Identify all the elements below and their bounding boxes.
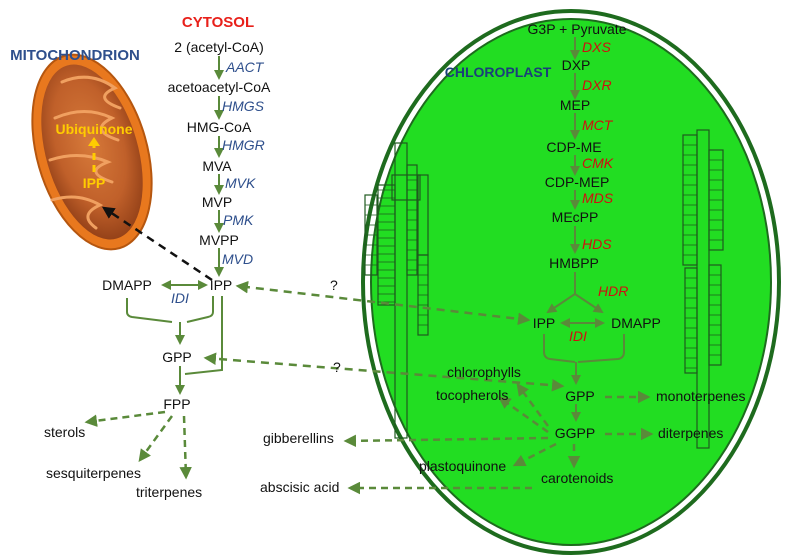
chloroplast-label: CHLOROPLAST — [445, 64, 552, 80]
cyto-dmapp: DMAPP — [102, 277, 152, 293]
mep-pathway-arrows — [546, 37, 604, 314]
plastid-dmapp: DMAPP — [611, 315, 661, 331]
plastid-product-arrows — [343, 382, 654, 495]
mito-ipp-label: IPP — [83, 175, 106, 191]
mep-enzyme-dxr: DXR — [582, 77, 612, 93]
mep-metabolite-mecpp: MEcPP — [552, 209, 599, 225]
mva-metabolite-ipp: IPP — [210, 277, 233, 293]
plastid-product-monoterpenes: monoterpenes — [656, 388, 746, 404]
cyto-idi: IDI — [171, 290, 189, 306]
plastid-product-plastoquinone: plastoquinone — [419, 458, 506, 474]
mito-ubiquinone-label: Ubiquinone — [56, 121, 133, 137]
mva-enzyme-mvd: MVD — [222, 251, 253, 267]
plastid-ipp: IPP — [533, 315, 556, 331]
mitochondrion-cristae — [48, 75, 122, 230]
cyto-product-triterpenes: triterpenes — [136, 484, 202, 500]
external-product-abscisic-acid: abscisic acid — [260, 479, 339, 495]
mep-metabolite-cdp-me: CDP-ME — [546, 139, 601, 155]
mva-metabolite-mvpp: MVPP — [199, 232, 239, 248]
mva-enzyme-aact: AACT — [225, 59, 265, 75]
mitochondrion-label: MITOCHONDRION — [10, 47, 140, 64]
mep-enzyme-mds: MDS — [582, 190, 614, 206]
ipp-exchange-arrow — [235, 280, 531, 326]
mva-enzyme-hmgs: HMGS — [222, 98, 265, 114]
plastid-product-carotenoids: carotenoids — [541, 470, 613, 486]
cyto-fpp-product-arrows — [84, 410, 192, 480]
mva-enzyme-mvk: MVK — [225, 175, 256, 191]
mep-metabolite-dxp: DXP — [562, 57, 591, 73]
mva-enzyme-pmk: PMK — [223, 212, 254, 228]
external-product-gibberellins: gibberellins — [263, 430, 334, 446]
mva-enzyme-hmgr: HMGR — [222, 137, 265, 153]
plastid-product-chlorophylls: chlorophylls — [447, 364, 521, 380]
plastid-gpp: GPP — [565, 388, 595, 404]
mep-enzyme-dxs: DXS — [582, 39, 611, 55]
cyto-product-sesquiterpenes: sesquiterpenes — [46, 465, 141, 481]
gpp-exchange-arrow — [203, 352, 565, 392]
plastid-product-tocopherols: tocopherols — [436, 387, 508, 403]
mito-arrow-head — [88, 137, 100, 146]
plastid-gpp-merge-lines — [543, 334, 625, 363]
mep-metabolite-g3p-pyruvate: G3P + Pyruvate — [528, 21, 627, 37]
ipp-to-mitochondrion-arrow — [101, 206, 213, 282]
cyto-fpp: FPP — [163, 396, 190, 412]
mep-enzyme-cmk: CMK — [582, 155, 614, 171]
plastid-ggpp: GGPP — [555, 425, 595, 441]
mva-metabolite-hmg-coa: HMG-CoA — [187, 119, 252, 135]
cytosol-label: CYTOSOL — [182, 14, 254, 31]
cyto-gpp: GPP — [162, 349, 192, 365]
mva-metabolite-mvp: MVP — [202, 194, 232, 210]
plastid-idi: IDI — [569, 328, 587, 344]
mitochondrion — [31, 53, 153, 251]
mva-metabolite-acetoacetyl-coa: acetoacetyl-CoA — [168, 79, 271, 95]
cyto-product-sterols: sterols — [44, 424, 85, 440]
mep-metabolite-hmbpp: HMBPP — [549, 255, 599, 271]
mva-metabolite-acetyl-coa: 2 (acetyl-CoA) — [174, 39, 263, 55]
mep-enzyme-hds: HDS — [582, 236, 612, 252]
mep-metabolite-mep: MEP — [560, 97, 590, 113]
ipp-exchange-question: ? — [330, 277, 338, 293]
plastid-product-diterpenes: diterpenes — [658, 425, 723, 441]
gpp-exchange-question: ? — [333, 359, 341, 375]
mep-metabolite-cdp-mep: CDP-MEP — [545, 174, 610, 190]
mep-enzyme-hdr: HDR — [598, 283, 628, 299]
mva-metabolite-mva: MVA — [202, 158, 232, 174]
mep-enzyme-mct: MCT — [582, 117, 614, 133]
